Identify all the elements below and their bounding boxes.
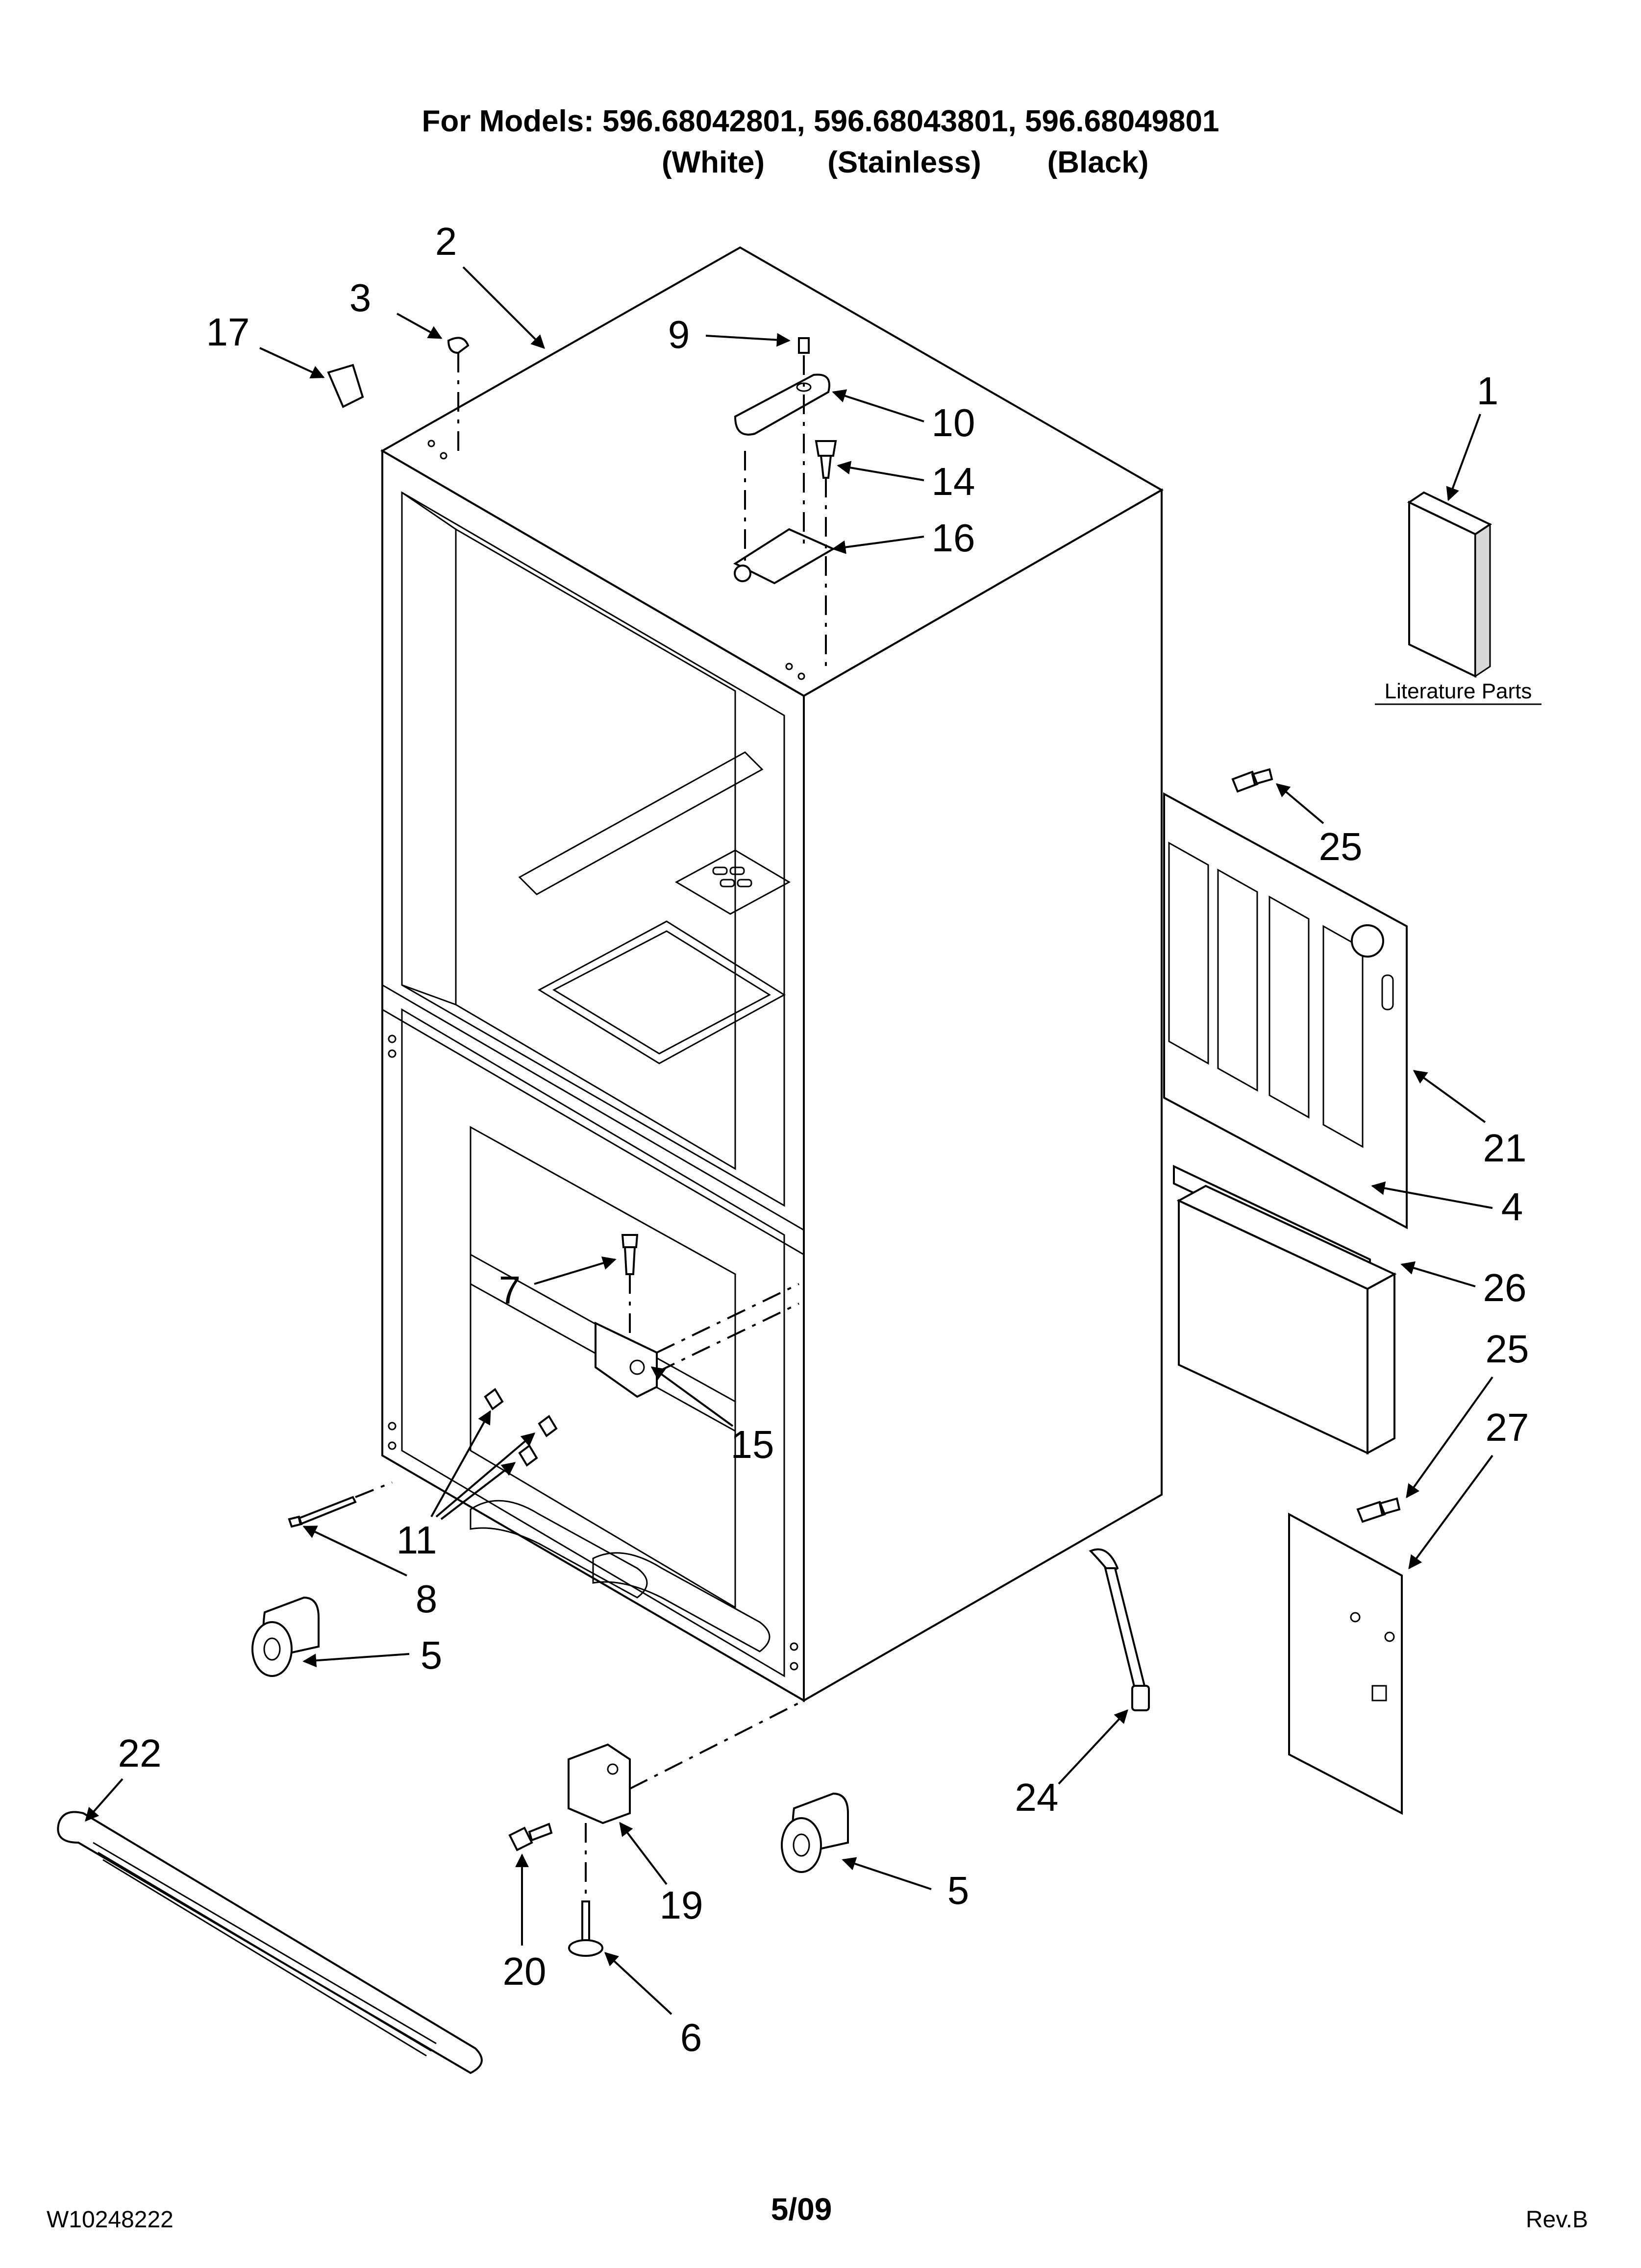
callout-24: 24 — [1015, 1775, 1059, 1819]
tape-strip-icon — [327, 364, 364, 408]
hinge-screw-icon-b — [538, 1415, 558, 1437]
mullion — [381, 984, 805, 1256]
variant-black: (Black) — [1047, 146, 1149, 179]
callout-4: 4 — [1501, 1185, 1523, 1229]
callout-3: 3 — [349, 276, 372, 320]
callout-10: 10 — [932, 401, 975, 444]
upper-compartment — [401, 491, 785, 1207]
caster-icon-left — [251, 1596, 320, 1677]
control-panel — [674, 849, 791, 915]
upper-liner-back — [455, 528, 736, 1170]
callout-14: 14 — [932, 460, 975, 503]
cabinet-front-frame — [381, 449, 805, 1702]
callout-20: 20 — [503, 1949, 547, 1993]
hinge-bolt-icon — [815, 440, 837, 479]
callout-1: 1 — [1477, 369, 1499, 413]
hinge-cover-icon — [734, 373, 830, 436]
bottom-slot-left — [470, 1500, 648, 1599]
plug-button-icon — [447, 337, 470, 354]
toe-grille-icon — [57, 1811, 483, 2074]
cabinet-side — [803, 488, 1163, 1702]
bottom-slot-right — [592, 1552, 771, 1652]
callout-25-lower: 25 — [1486, 1327, 1529, 1371]
top-hinge-assembly — [733, 337, 837, 671]
variant-stainless: (Stainless) — [827, 146, 981, 179]
callout-16: 16 — [932, 516, 975, 560]
callout-22: 22 — [118, 1731, 162, 1775]
rear-panel-icon — [1163, 792, 1408, 1230]
upper-floor-recess — [537, 920, 786, 1064]
insulation-pad-side — [1367, 1272, 1395, 1455]
callout-27: 27 — [1486, 1405, 1529, 1449]
screw-icon-lower — [1356, 1497, 1401, 1523]
callout-6: 6 — [680, 2016, 702, 2059]
screw-icon-upper — [1231, 768, 1273, 793]
callout-21: 21 — [1483, 1126, 1527, 1170]
callout-5-right: 5 — [947, 1869, 970, 1912]
lower-compartment — [401, 1008, 785, 1677]
callout-2: 2 — [435, 220, 457, 263]
caster-icon-right — [781, 1792, 849, 1873]
callout-11: 11 — [396, 1518, 437, 1562]
callout-9: 9 — [668, 313, 690, 356]
leveler-foot-icon — [568, 1939, 603, 1957]
bracket-screw-icon — [508, 1823, 553, 1851]
callout-26: 26 — [1483, 1266, 1527, 1309]
insulation-pad-top — [1176, 1184, 1397, 1290]
callouts: 2 3 17 9 10 14 16 1 25 21 4 26 25 27 7 1… — [85, 220, 1529, 2059]
variant-white: (White) — [662, 146, 765, 179]
hinge-pin-icon — [621, 1234, 639, 1275]
literature-parts-label: Literature Parts — [1385, 679, 1532, 703]
revision-date: 5/09 — [771, 2192, 832, 2227]
refrigerator-cabinet — [380, 246, 1164, 1702]
callout-5-left: 5 — [421, 1633, 443, 1677]
models-line: For Models: 596.68042801, 596.68043801, … — [422, 104, 1219, 138]
revision-code: Rev.B — [1526, 2207, 1588, 2233]
panel-knob-icon — [1351, 924, 1384, 958]
callout-8: 8 — [416, 1577, 438, 1621]
leveling-bracket-icon — [568, 1743, 631, 1824]
upper-rail — [518, 751, 764, 895]
callout-7: 7 — [499, 1268, 521, 1312]
leveler-shaft-icon — [581, 1900, 590, 1944]
hinge-screw-icon-a — [484, 1388, 504, 1410]
long-screw-icon — [288, 1496, 357, 1528]
lower-hinge-bracket-icon — [595, 1321, 658, 1398]
callout-17: 17 — [206, 310, 250, 354]
cover-plate-icon — [1288, 1512, 1403, 1815]
power-cord-icon — [1089, 1548, 1150, 1711]
hinge-screw-icon-c — [518, 1444, 538, 1467]
hinge-screw-icon — [798, 337, 810, 354]
literature-parts-book-icon — [1407, 491, 1492, 678]
callout-25-upper: 25 — [1319, 825, 1363, 868]
callout-15: 15 — [731, 1423, 774, 1466]
doc-number: W10248222 — [47, 2207, 174, 2233]
rear-access-panel — [1163, 792, 1408, 1230]
callout-19: 19 — [660, 1883, 703, 1927]
